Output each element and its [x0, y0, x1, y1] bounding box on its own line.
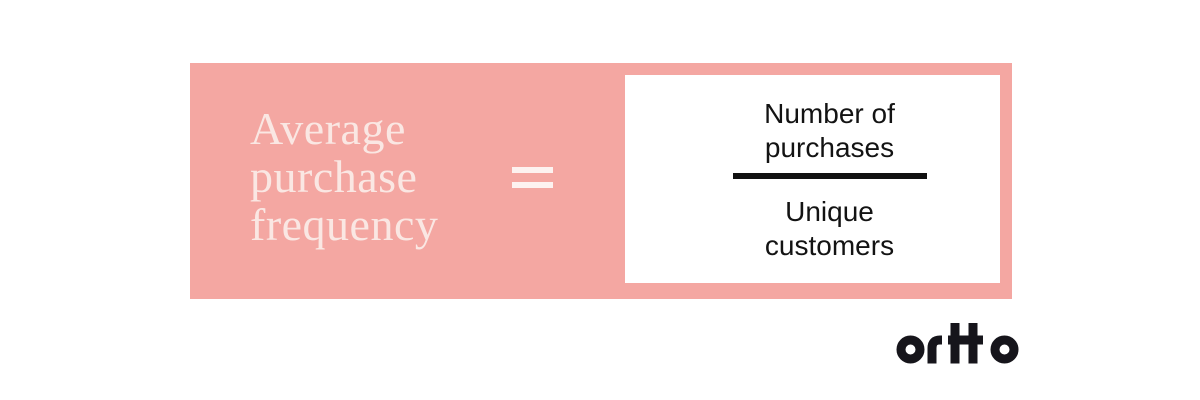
fraction-denominator: Unique customers	[733, 195, 927, 263]
ortto-logo-icon	[896, 323, 1019, 364]
numerator-line: Number of	[764, 98, 895, 129]
metric-title-line: purchase	[250, 151, 418, 202]
denominator-line: customers	[764, 230, 895, 261]
metric-title-line: Average	[250, 103, 406, 154]
metric-title: Average purchase frequency	[250, 105, 438, 249]
metric-title-line: frequency	[250, 199, 439, 250]
equals-bar-top	[512, 167, 553, 173]
equals-sign	[512, 167, 553, 188]
fraction-box: Number of purchases Unique customers	[625, 75, 1000, 283]
fraction-numerator: Number of purchases	[733, 97, 927, 165]
ortto-logo	[892, 320, 1026, 368]
fraction-bar	[732, 173, 927, 179]
numerator-line: purchases	[764, 132, 895, 163]
fraction: Number of purchases Unique customers	[732, 97, 927, 263]
denominator-line: Unique	[785, 196, 874, 227]
equals-bar-bottom	[512, 182, 553, 188]
formula-card: Average purchase frequency Number of pur…	[190, 63, 1012, 299]
